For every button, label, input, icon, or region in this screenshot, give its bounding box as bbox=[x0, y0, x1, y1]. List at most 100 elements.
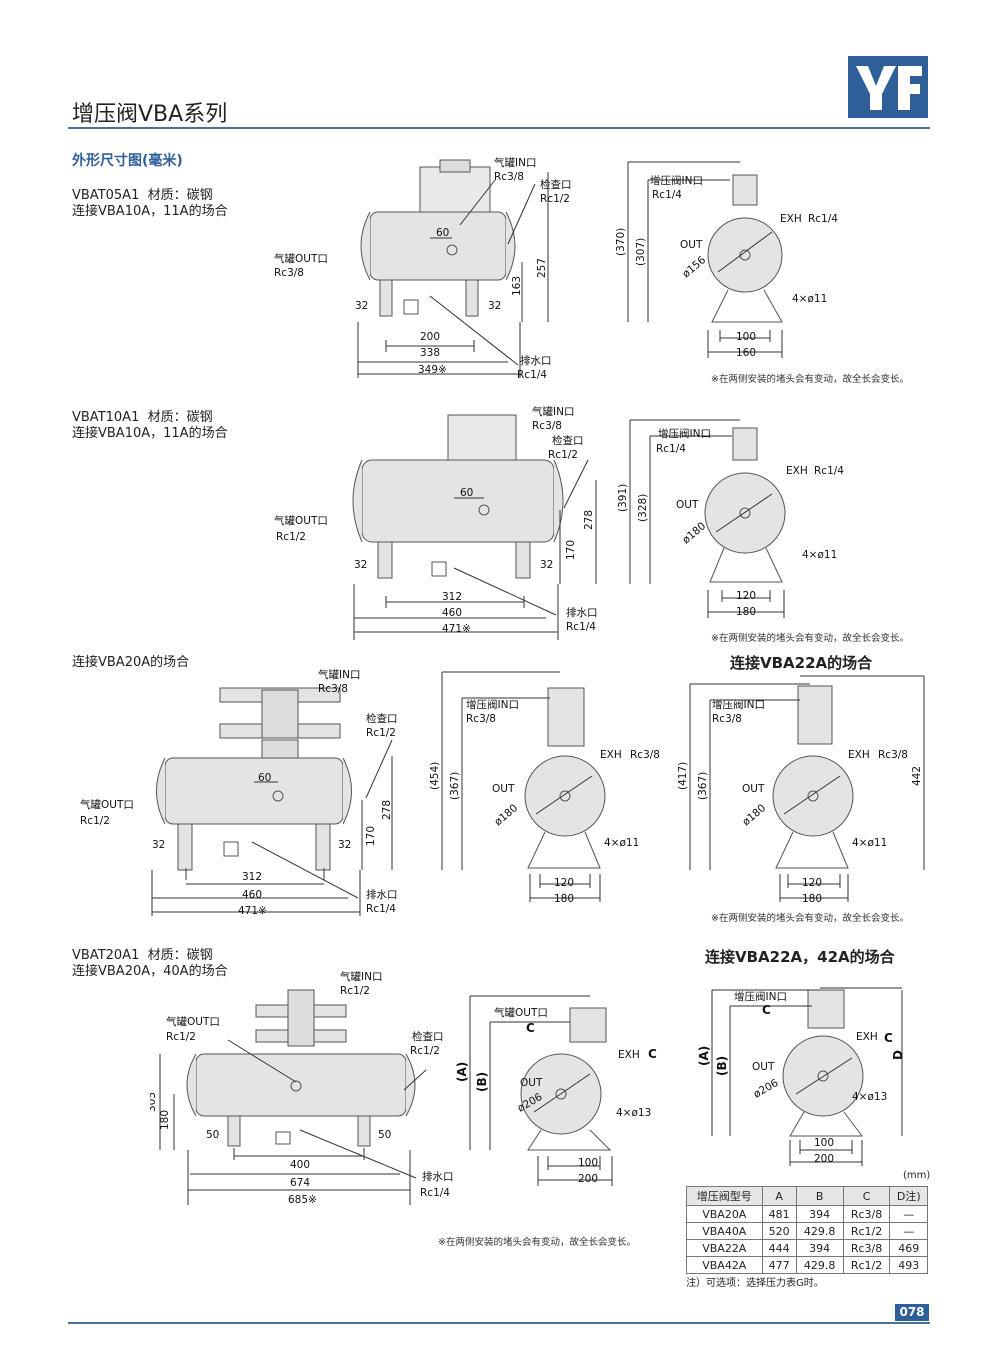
svg-text:60: 60 bbox=[436, 227, 449, 239]
svg-text:32: 32 bbox=[488, 300, 501, 312]
svg-text:EXH: EXH bbox=[786, 465, 808, 477]
svg-text:气罐OUT口: 气罐OUT口 bbox=[274, 514, 328, 527]
svg-text:4×ø13: 4×ø13 bbox=[852, 1091, 887, 1103]
table-cell: — bbox=[889, 1205, 928, 1223]
svg-text:EXH: EXH bbox=[848, 749, 870, 761]
svg-text:312: 312 bbox=[242, 871, 262, 883]
svg-text:60: 60 bbox=[258, 772, 271, 784]
svg-text:Rc3/8: Rc3/8 bbox=[466, 713, 496, 725]
svg-text:(328): (328) bbox=[637, 494, 649, 522]
svg-text:OUT: OUT bbox=[676, 499, 699, 511]
svg-text:气罐IN口: 气罐IN口 bbox=[318, 668, 360, 681]
svg-text:100: 100 bbox=[814, 1137, 834, 1149]
svg-text:Rc1/4: Rc1/4 bbox=[517, 369, 547, 381]
svg-text:Rc1/4: Rc1/4 bbox=[420, 1187, 450, 1199]
block2-sub: 连接VBA10A，11A的场合 bbox=[72, 426, 228, 441]
table-cell: 394 bbox=[795, 1205, 844, 1223]
table-header: A bbox=[761, 1186, 797, 1206]
block2-model: VBAT10A1 材质：碳钢 bbox=[72, 410, 213, 425]
svg-text:120: 120 bbox=[736, 590, 756, 602]
svg-text:180: 180 bbox=[736, 606, 756, 618]
table-unit: (mm) bbox=[903, 1170, 931, 1181]
svg-text:Rc1/2: Rc1/2 bbox=[540, 193, 570, 205]
svg-text:EXH: EXH bbox=[780, 213, 802, 225]
svg-text:检查口: 检查口 bbox=[412, 1030, 444, 1043]
table-header: 增压阀型号 bbox=[686, 1186, 763, 1206]
note-4: ※在两侧安装的堵头会有变动，故全长会变长。 bbox=[438, 1237, 636, 1248]
svg-text:ø180: ø180 bbox=[740, 802, 768, 828]
svg-text:气罐IN口: 气罐IN口 bbox=[340, 970, 382, 983]
svg-text:Rc1/2: Rc1/2 bbox=[548, 449, 578, 461]
svg-text:50: 50 bbox=[378, 1129, 391, 1141]
block3-heading: 连接VBA22A的场合 bbox=[730, 654, 873, 672]
block4-model: VBAT20A1 材质：碳钢 bbox=[72, 948, 213, 963]
block4-sub: 连接VBA20A，40A的场合 bbox=[72, 964, 228, 979]
table-cell: 477 bbox=[761, 1256, 797, 1274]
svg-text:32: 32 bbox=[152, 839, 165, 851]
svg-text:Rc1/4: Rc1/4 bbox=[652, 189, 682, 201]
brand-logo bbox=[848, 56, 928, 118]
table-cell: 481 bbox=[761, 1205, 797, 1223]
table-cell: 444 bbox=[761, 1239, 797, 1257]
table-cell: 394 bbox=[795, 1239, 844, 1257]
svg-text:排水口: 排水口 bbox=[520, 354, 552, 367]
svg-text:180: 180 bbox=[159, 1110, 171, 1130]
note-1: ※在两侧安装的堵头会有变动，故全长会变长。 bbox=[711, 374, 909, 385]
table-cell: Rc1/2 bbox=[842, 1256, 891, 1274]
svg-text:气罐OUT口: 气罐OUT口 bbox=[274, 252, 328, 265]
table-row: VBA20A 481 394 Rc3/8 — bbox=[686, 1205, 928, 1223]
note-3: ※在两侧安装的堵头会有变动，故全长会变长。 bbox=[711, 913, 909, 924]
svg-text:OUT: OUT bbox=[520, 1077, 543, 1089]
drawing-vbat20-front-and-side: 气罐IN口 Rc1/2 气罐OUT口 Rc1/2 检查口 Rc1/2 305 1… bbox=[150, 970, 905, 1206]
table-cell: VBA20A bbox=[686, 1205, 763, 1223]
svg-text:120: 120 bbox=[554, 877, 574, 889]
svg-text:气罐OUT口: 气罐OUT口 bbox=[494, 1006, 548, 1019]
svg-text:检查口: 检查口 bbox=[552, 434, 584, 447]
svg-text:4×ø11: 4×ø11 bbox=[852, 837, 887, 849]
svg-text:Rc3/8: Rc3/8 bbox=[318, 683, 348, 695]
svg-text:Rc1/4: Rc1/4 bbox=[808, 213, 838, 225]
svg-text:EXH: EXH bbox=[618, 1049, 640, 1061]
svg-text:32: 32 bbox=[354, 559, 367, 571]
svg-text:(417): (417) bbox=[677, 762, 689, 790]
section-title: 外形尺寸图(毫米) bbox=[72, 153, 183, 169]
svg-text:OUT: OUT bbox=[680, 239, 703, 251]
drawing-vbat10-front-and-side: 气罐IN口 Rc3/8 检查口 Rc1/2 气罐OUT口 Rc1/2 60 32… bbox=[274, 405, 844, 640]
table-row: VBA40A 520 429.8 Rc1/2 — bbox=[686, 1222, 928, 1240]
svg-text:Rc1/2: Rc1/2 bbox=[366, 727, 396, 739]
svg-text:Rc1/2: Rc1/2 bbox=[276, 531, 306, 543]
svg-text:200: 200 bbox=[814, 1153, 834, 1165]
svg-text:32: 32 bbox=[355, 300, 368, 312]
svg-text:C: C bbox=[526, 1021, 535, 1035]
svg-text:Rc3/8: Rc3/8 bbox=[712, 713, 742, 725]
drawing-vba20-vba22: 气罐IN口 Rc3/8 检查口 Rc1/2 气罐OUT口 Rc1/2 60 32… bbox=[80, 668, 925, 917]
svg-text:32: 32 bbox=[338, 839, 351, 851]
table-cell: VBA42A bbox=[686, 1256, 763, 1274]
svg-text:160: 160 bbox=[736, 347, 756, 359]
note-2: ※在两侧安装的堵头会有变动，故全长会变长。 bbox=[711, 633, 909, 644]
svg-text:4×ø13: 4×ø13 bbox=[616, 1107, 651, 1119]
svg-text:471※: 471※ bbox=[238, 905, 267, 917]
svg-text:增压阀IN口: 增压阀IN口 bbox=[650, 174, 703, 187]
svg-text:100: 100 bbox=[578, 1157, 598, 1169]
table-cell: 429.8 bbox=[795, 1222, 844, 1240]
block3-sub: 连接VBA20A的场合 bbox=[72, 655, 190, 670]
table-cell: Rc1/2 bbox=[842, 1222, 891, 1240]
svg-text:OUT: OUT bbox=[492, 783, 515, 795]
svg-text:排水口: 排水口 bbox=[422, 1170, 454, 1183]
block1-sub: 连接VBA10A，11A的场合 bbox=[72, 204, 228, 219]
svg-text:增压阀IN口: 增压阀IN口 bbox=[734, 990, 787, 1003]
svg-text:气罐OUT口: 气罐OUT口 bbox=[166, 1015, 220, 1028]
svg-text:Rc3/8: Rc3/8 bbox=[878, 749, 908, 761]
svg-text:200: 200 bbox=[420, 331, 440, 343]
svg-text:349※: 349※ bbox=[418, 364, 447, 376]
table-cell: Rc3/8 bbox=[842, 1239, 891, 1257]
table-cell: 493 bbox=[889, 1256, 928, 1274]
svg-text:(367): (367) bbox=[449, 772, 461, 800]
footer-rule bbox=[68, 1322, 930, 1324]
drawing-vbat05-front-and-side: 气罐IN口 Rc3/8 检查口 Rc1/2 气罐OUT口 Rc3/8 60 32… bbox=[274, 156, 838, 381]
svg-text:Rc1/4: Rc1/4 bbox=[814, 465, 844, 477]
page-title: 增压阀VBA系列 bbox=[72, 102, 228, 127]
table-header: D注) bbox=[889, 1186, 928, 1206]
svg-text:400: 400 bbox=[290, 1159, 310, 1171]
